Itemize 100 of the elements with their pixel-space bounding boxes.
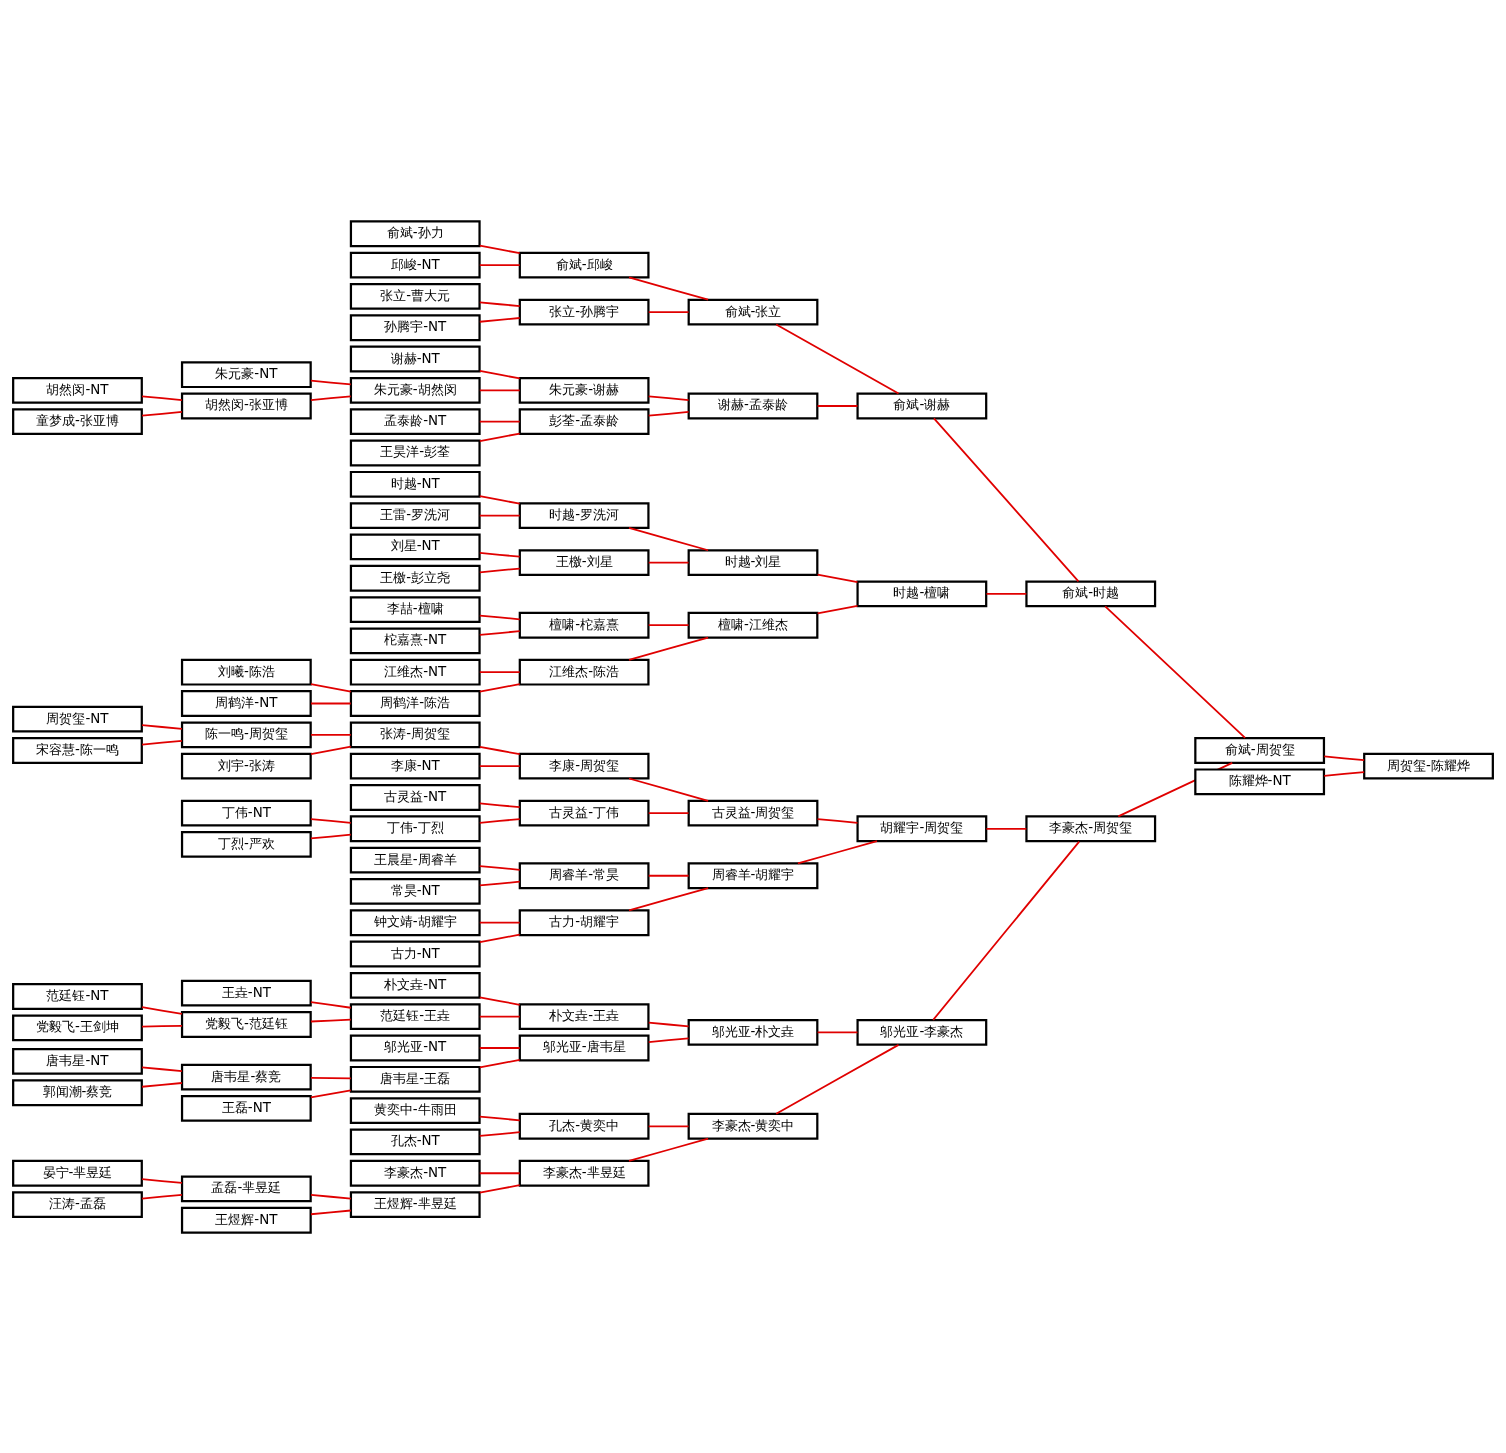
connector	[478, 1046, 521, 1049]
connector	[478, 1115, 521, 1121]
node-box: 唐韦星-蔡竞	[180, 1063, 312, 1090]
connector	[478, 817, 521, 824]
connector	[141, 394, 183, 401]
connector	[141, 1081, 183, 1088]
node-box: 俞斌-邱峻	[518, 251, 650, 278]
connector	[478, 1058, 521, 1068]
connector	[478, 995, 521, 1006]
connector	[310, 733, 352, 736]
connector	[141, 723, 183, 730]
connector	[647, 1036, 690, 1043]
connector	[310, 394, 352, 401]
connector	[628, 886, 709, 911]
connector	[478, 1015, 521, 1018]
connector	[478, 802, 521, 808]
node-box: 王檄-刘星	[518, 548, 650, 576]
node-box: 邱峻-NT	[349, 251, 481, 278]
connector	[478, 1171, 521, 1174]
connector	[478, 682, 521, 692]
connector	[310, 702, 352, 704]
node-box: 丁烈-严欢	[180, 830, 312, 858]
node-box: 刘星-NT	[349, 533, 481, 560]
connector	[478, 432, 521, 442]
connector	[478, 388, 521, 391]
node-box: 王雷-罗洗河	[349, 501, 481, 529]
node-box: 俞斌-孙力	[349, 219, 481, 247]
node-box: 孔杰-黄奕中	[518, 1112, 650, 1140]
node-box: 彭荃-孟泰龄	[518, 407, 650, 435]
node-box: 俞斌-谢赫	[856, 392, 988, 419]
node-box: 周鹤洋-NT	[180, 689, 312, 717]
node-box: 古力-胡耀宇	[518, 908, 650, 936]
node-box: 童梦成-张亚博	[12, 407, 143, 435]
node-box: 王磊-NT	[180, 1094, 312, 1122]
node-box: 周贺玺-NT	[12, 705, 143, 733]
connector	[1323, 755, 1365, 761]
connector	[141, 1177, 183, 1184]
node-box: 周睿羊-胡耀宇	[687, 861, 819, 889]
node-box: 唐韦星-王磊	[349, 1065, 481, 1093]
connector	[478, 670, 521, 673]
node-box: 胡耀宇-周贺玺	[856, 814, 988, 842]
node-box: 周睿羊-常昊	[518, 861, 650, 889]
connector	[647, 410, 690, 417]
node-box: 檀啸-柁嘉熹	[518, 611, 650, 639]
node-box: 刘宇-张涛	[180, 752, 312, 780]
connector	[141, 1024, 183, 1027]
connector	[628, 1137, 709, 1162]
node-box: 常昊-NT	[349, 877, 481, 905]
node-box: 郭闻潮-蔡竞	[12, 1078, 143, 1106]
connector	[478, 316, 521, 323]
connector	[310, 833, 352, 839]
connector	[647, 1124, 690, 1127]
node-box: 朱元豪-胡然闵	[349, 376, 481, 404]
node-box: 张立-曹大元	[349, 282, 481, 310]
connector	[647, 310, 690, 313]
connector	[310, 1209, 352, 1215]
connector	[478, 921, 521, 924]
node-box: 谢赫-孟泰龄	[687, 392, 819, 419]
connector	[478, 263, 521, 266]
node-box: 李康-NT	[349, 752, 481, 780]
connector	[310, 745, 352, 755]
connector	[478, 300, 521, 307]
node-box: 王煜辉-芈昱廷	[349, 1190, 481, 1218]
node-box: 俞斌-张立	[687, 298, 819, 325]
connector	[141, 1065, 183, 1072]
node-box: 俞斌-周贺玺	[1194, 736, 1326, 764]
connector	[985, 592, 1028, 595]
node-box: 邬光亚-NT	[349, 1034, 481, 1061]
connector	[932, 840, 1081, 1021]
node-box: 朱元豪-谢赫	[518, 376, 650, 404]
node-box: 张涛-周贺玺	[349, 720, 481, 748]
connector	[478, 629, 521, 636]
connector	[647, 811, 690, 814]
node-box: 王垚-NT	[180, 979, 312, 1007]
node-box: 邬光亚-朴文垚	[687, 1018, 819, 1046]
node-box: 檀啸-江维杰	[687, 611, 819, 639]
connector	[478, 880, 521, 886]
node-box: 孔杰-NT	[349, 1128, 481, 1155]
node-box: 江维杰-NT	[349, 658, 481, 686]
node-box: 时越-NT	[349, 470, 481, 498]
node-box: 邬光亚-李豪杰	[856, 1018, 988, 1046]
connector	[310, 1193, 352, 1199]
connector	[985, 827, 1028, 830]
node-box: 孟磊-芈昱廷	[180, 1175, 312, 1202]
connector	[478, 244, 521, 254]
connector	[478, 494, 521, 505]
connector	[628, 526, 709, 551]
connector	[816, 1030, 859, 1033]
connector	[628, 777, 709, 802]
connector	[141, 739, 183, 745]
node-box: 黄奕中-牛雨田	[349, 1096, 481, 1124]
connector	[478, 864, 521, 871]
connector	[933, 416, 1080, 582]
node-box: 古灵益-NT	[349, 783, 481, 811]
node-box: 俞斌-时越	[1025, 580, 1157, 607]
connector	[478, 567, 521, 573]
node-box: 钟文靖-胡耀宇	[349, 908, 481, 936]
connector	[478, 933, 521, 943]
connector	[647, 561, 690, 563]
node-box: 周鹤洋-陈浩	[349, 689, 481, 717]
